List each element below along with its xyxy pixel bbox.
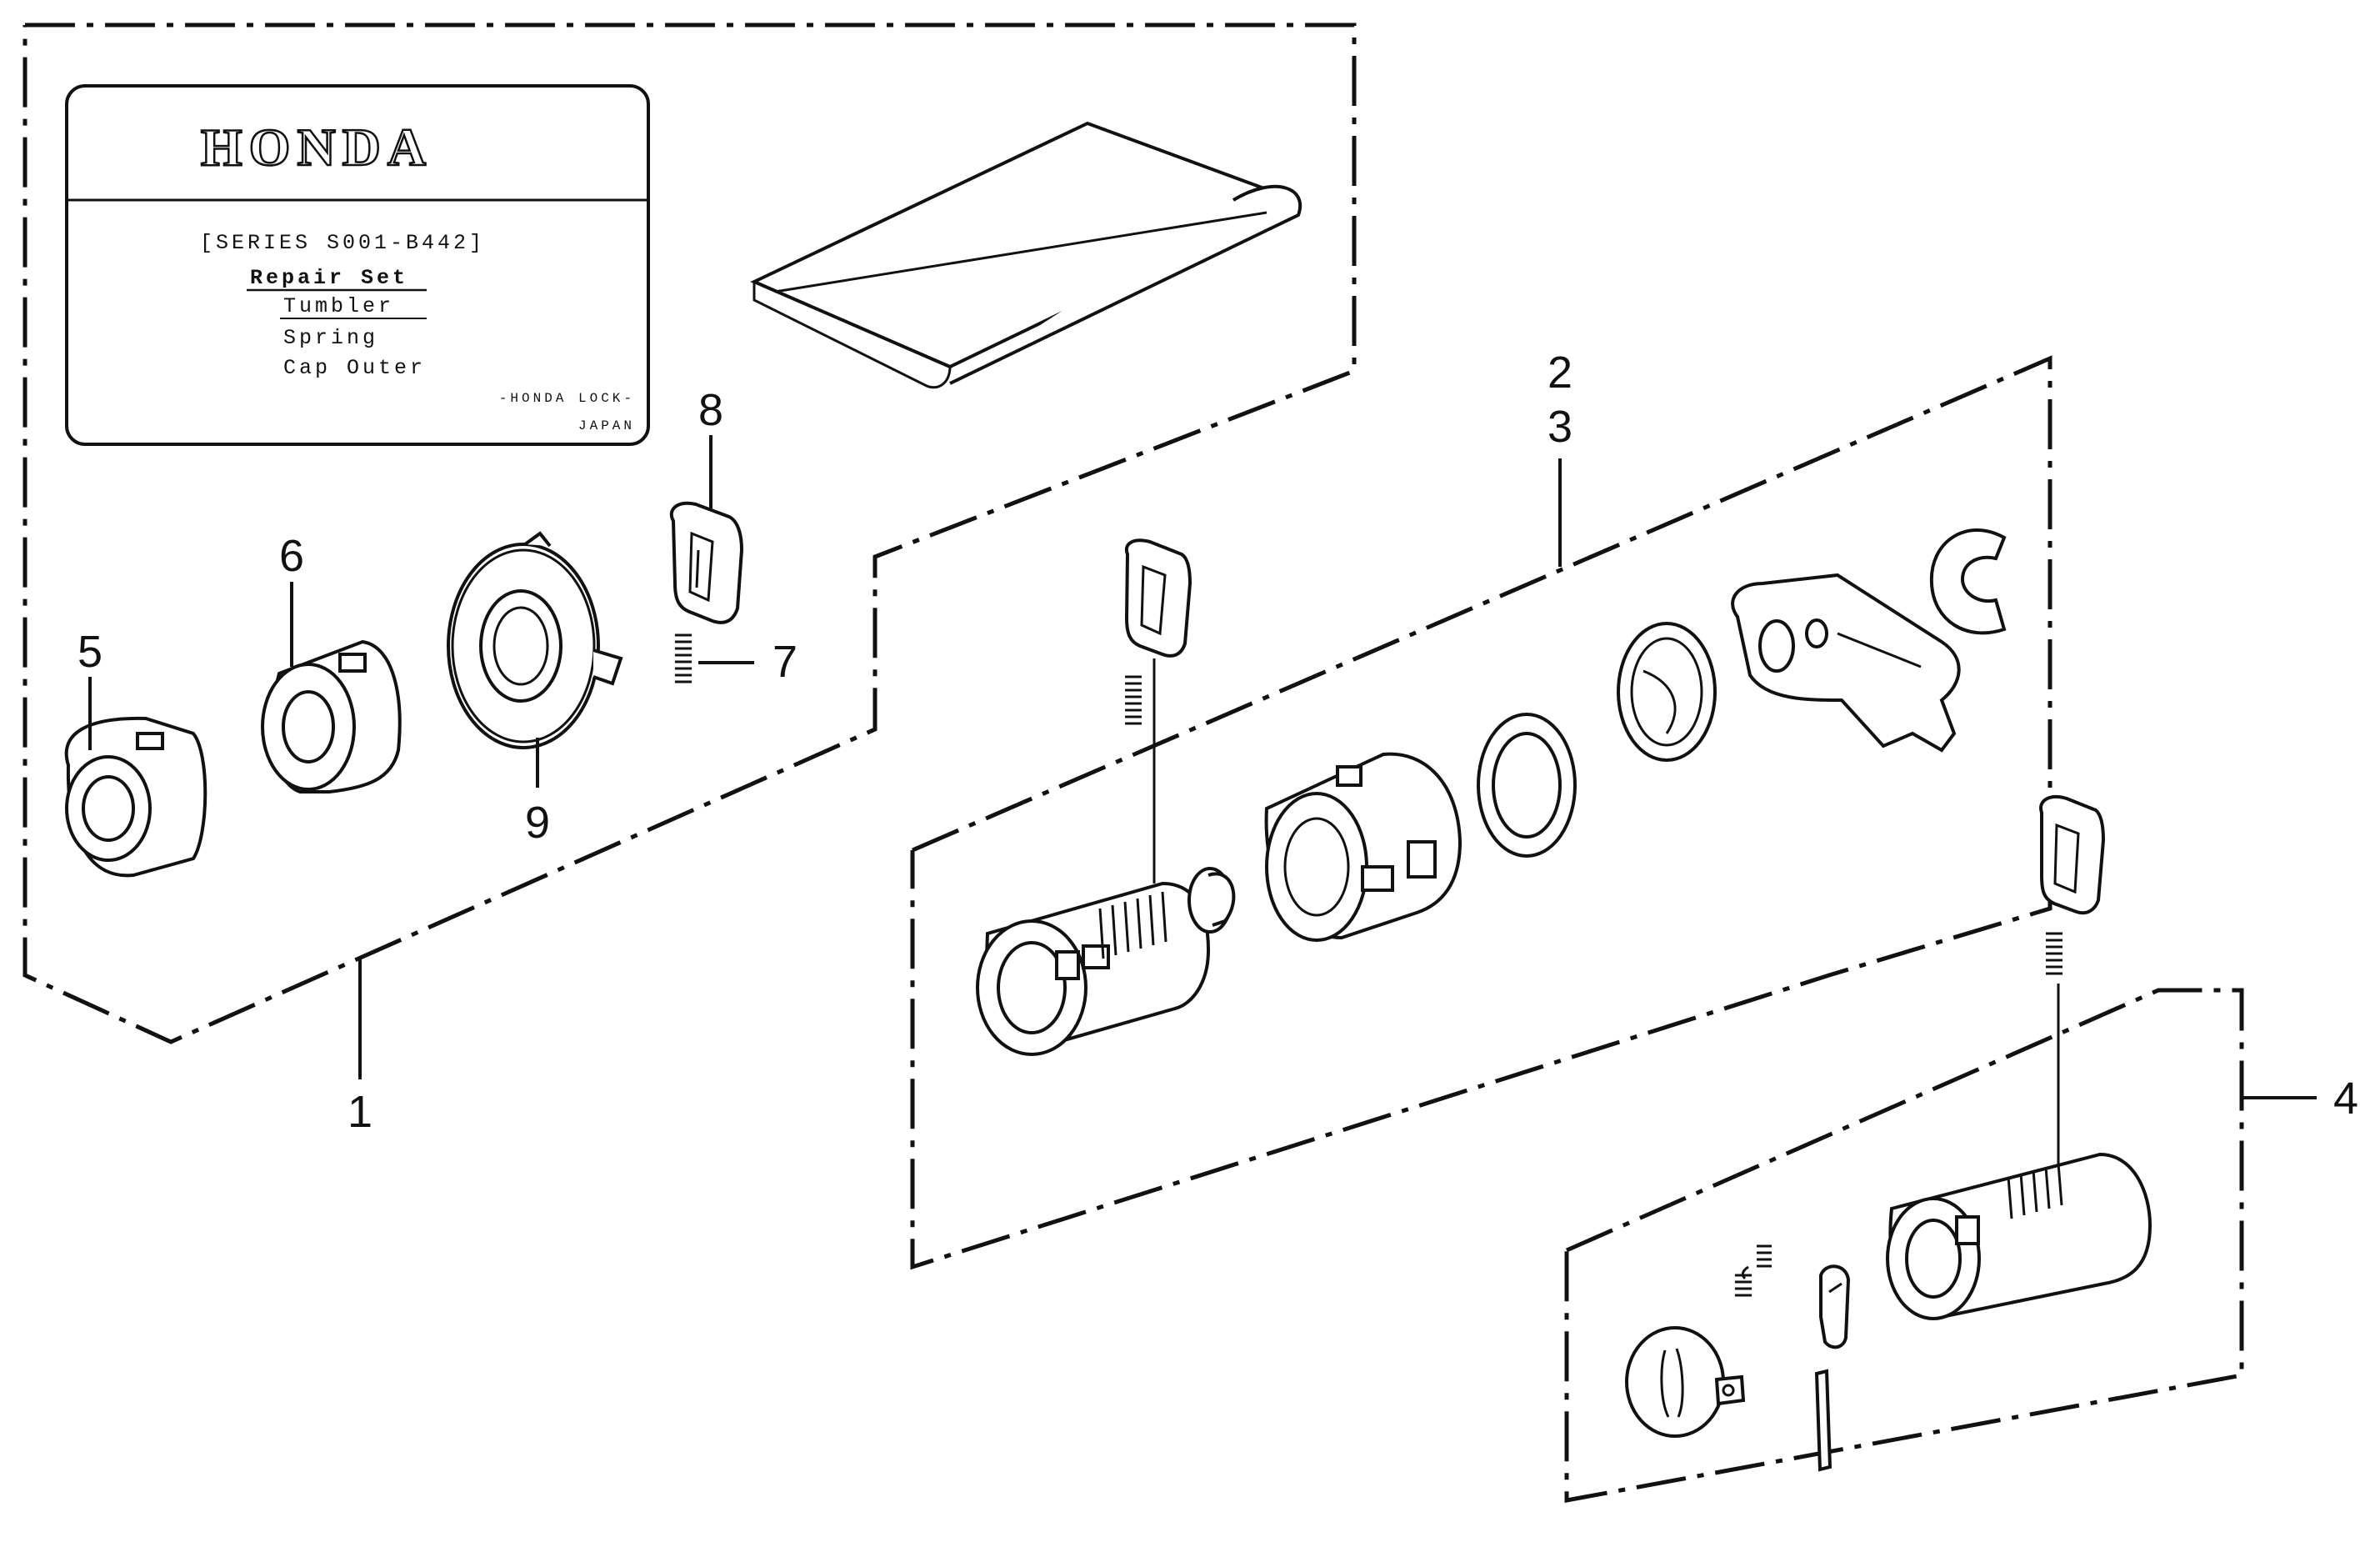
part-c-clip (1929, 528, 2007, 635)
callout-8: 8 (698, 385, 723, 508)
instruction-sheet (750, 121, 1302, 389)
card-line-spring: Spring (283, 326, 378, 350)
card-maker: -HONDA LOCK- (499, 391, 635, 406)
part-4-outer-cap (1625, 1326, 1746, 1438)
callout-9: 9 (525, 738, 550, 848)
repair-set-label-card: HONDA [SERIES S001-B442] Repair Set Tumb… (65, 84, 650, 446)
part-9-shield-plate (447, 531, 623, 749)
card-line-cap-outer: Cap Outer (283, 356, 426, 380)
part-lock-lever (1731, 573, 1961, 753)
callout-7: 7 (772, 637, 798, 687)
part-4-pin (1814, 1369, 1832, 1472)
callout-8-label: 8 (698, 385, 723, 435)
part-4-small-springs (1735, 1244, 1772, 1297)
card-series: [SERIES S001-B442] (200, 231, 485, 255)
part-5-outer-cap (64, 716, 208, 878)
part-4-spring (2046, 932, 2062, 1184)
card-brand: HONDA (201, 118, 432, 177)
part-7-spring (675, 633, 754, 683)
callout-3: 3 (1548, 402, 1572, 567)
panel-2-3-cylinder-assembly (910, 355, 2052, 1270)
callout-9-label: 9 (525, 798, 550, 848)
part-4-tumbler (1819, 1264, 1851, 1349)
callout-1: 1 (348, 959, 372, 1137)
part-lock-housing (1264, 752, 1462, 942)
callout-6: 6 (279, 531, 304, 667)
part-4-trunk-cylinder (1886, 1152, 2152, 1320)
callout-3-label: 3 (1548, 402, 1572, 452)
panel-4-trunk-lock (1564, 988, 2244, 1504)
part-retainer-ring (1477, 713, 1577, 858)
part-return-spring (1617, 622, 1717, 762)
part-cylinder (976, 867, 1236, 1056)
callout-2: 2 (1548, 348, 1572, 398)
callout-1-label: 1 (348, 1087, 372, 1137)
callout-2-label: 2 (1548, 348, 1572, 398)
callout-6-label: 6 (279, 531, 304, 581)
panel-1-repair-set (22, 23, 1357, 1044)
part-cylinder-tumbler-plate (1124, 538, 1192, 658)
card-line-tumbler: Tumbler (283, 294, 394, 318)
callout-5: 5 (78, 627, 102, 750)
card-heading: Repair Set (250, 266, 408, 290)
callout-4: 4 (2242, 1074, 2358, 1124)
part-4-tumbler-plate (2039, 795, 2106, 915)
card-country: JAPAN (578, 418, 635, 433)
part-6-inner-cap (261, 639, 402, 794)
callout-4-label: 4 (2333, 1074, 2358, 1124)
callout-5-label: 5 (78, 627, 102, 677)
part-cylinder-spring (1125, 658, 1156, 884)
callout-7-label: 7 (772, 637, 798, 687)
part-8-tumbler-plate (670, 501, 744, 624)
